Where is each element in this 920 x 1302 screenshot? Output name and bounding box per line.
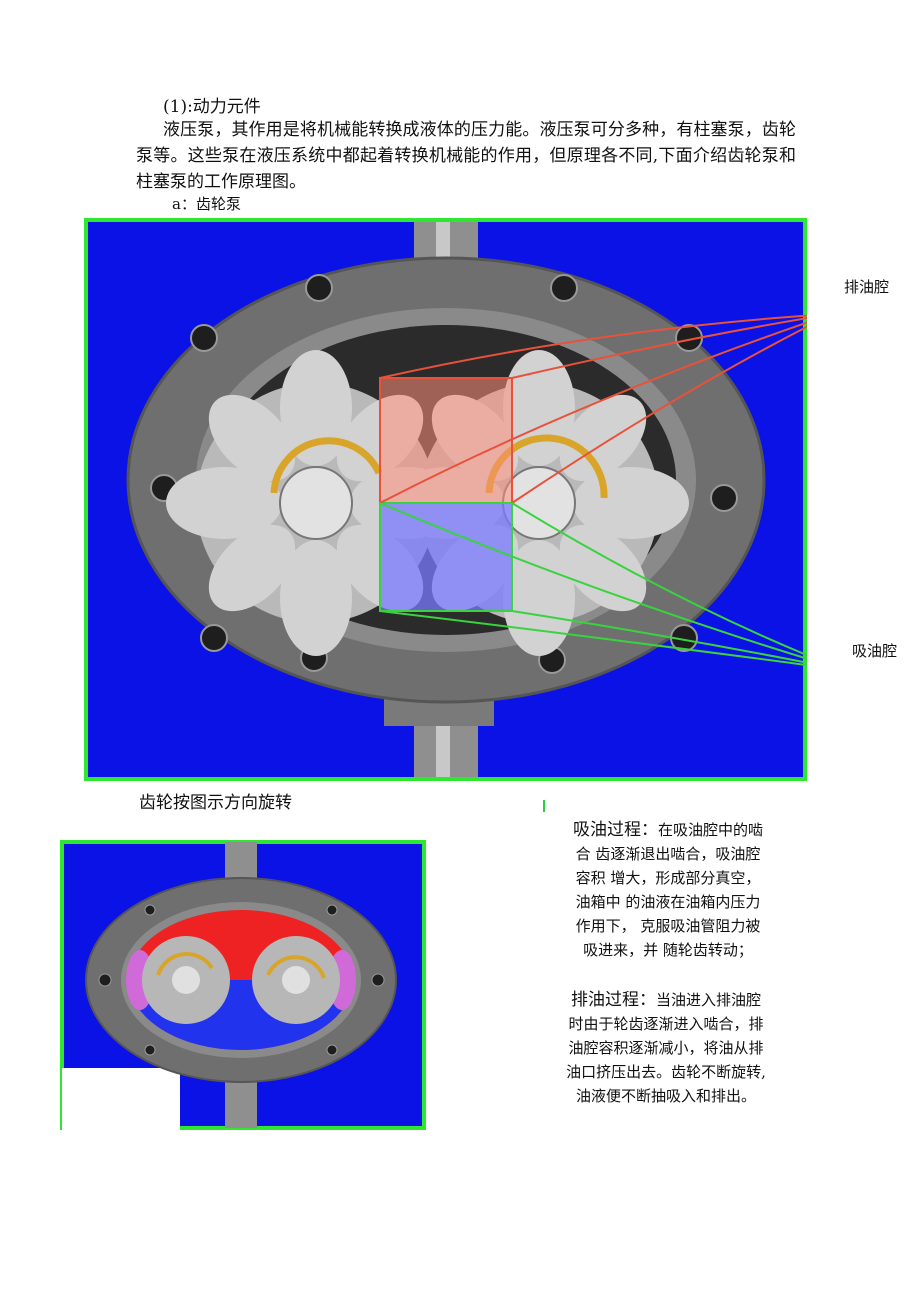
discharge-process-term: 排油过程： xyxy=(570,990,656,1010)
bolt-holes xyxy=(150,274,738,674)
intro-paragraph: 液压泵，其作用是将机械能转换成液体的压力能。液压泵可分多种，有柱塞泵，齿轮泵等。… xyxy=(136,120,796,192)
discharge-process-text: 排油过程：当油进入排油腔 时由于轮齿逐渐进入啮合，排 油腔容积逐渐减小，将油从排… xyxy=(566,990,766,1105)
marker-tick xyxy=(543,800,545,812)
figure-caption: 齿轮按图示方向旋转 xyxy=(139,793,292,813)
gear-pump-diagram xyxy=(84,218,807,781)
suction-leader-lines xyxy=(379,502,807,667)
discharge-leader-lines xyxy=(379,314,807,504)
rotation-arrow-left xyxy=(270,437,383,494)
discharge-chamber-box xyxy=(379,377,513,504)
gear-pump-flow-diagram xyxy=(60,840,426,1130)
suction-chamber-label: 吸油腔 xyxy=(852,642,898,660)
suction-process-term: 吸油过程： xyxy=(572,820,658,840)
suction-chamber-box xyxy=(379,502,513,612)
left-gear xyxy=(166,350,466,656)
section-heading: (1):动力元件 xyxy=(163,97,261,117)
gear-pump-subheading: a：齿轮泵 xyxy=(172,195,241,213)
discharge-chamber-label: 排油腔 xyxy=(844,278,890,296)
suction-process-text: 吸油过程：在吸油腔中的啮 合 齿逐渐退出啮合，吸油腔 容积 增大，形成部分真空，… xyxy=(572,820,763,959)
